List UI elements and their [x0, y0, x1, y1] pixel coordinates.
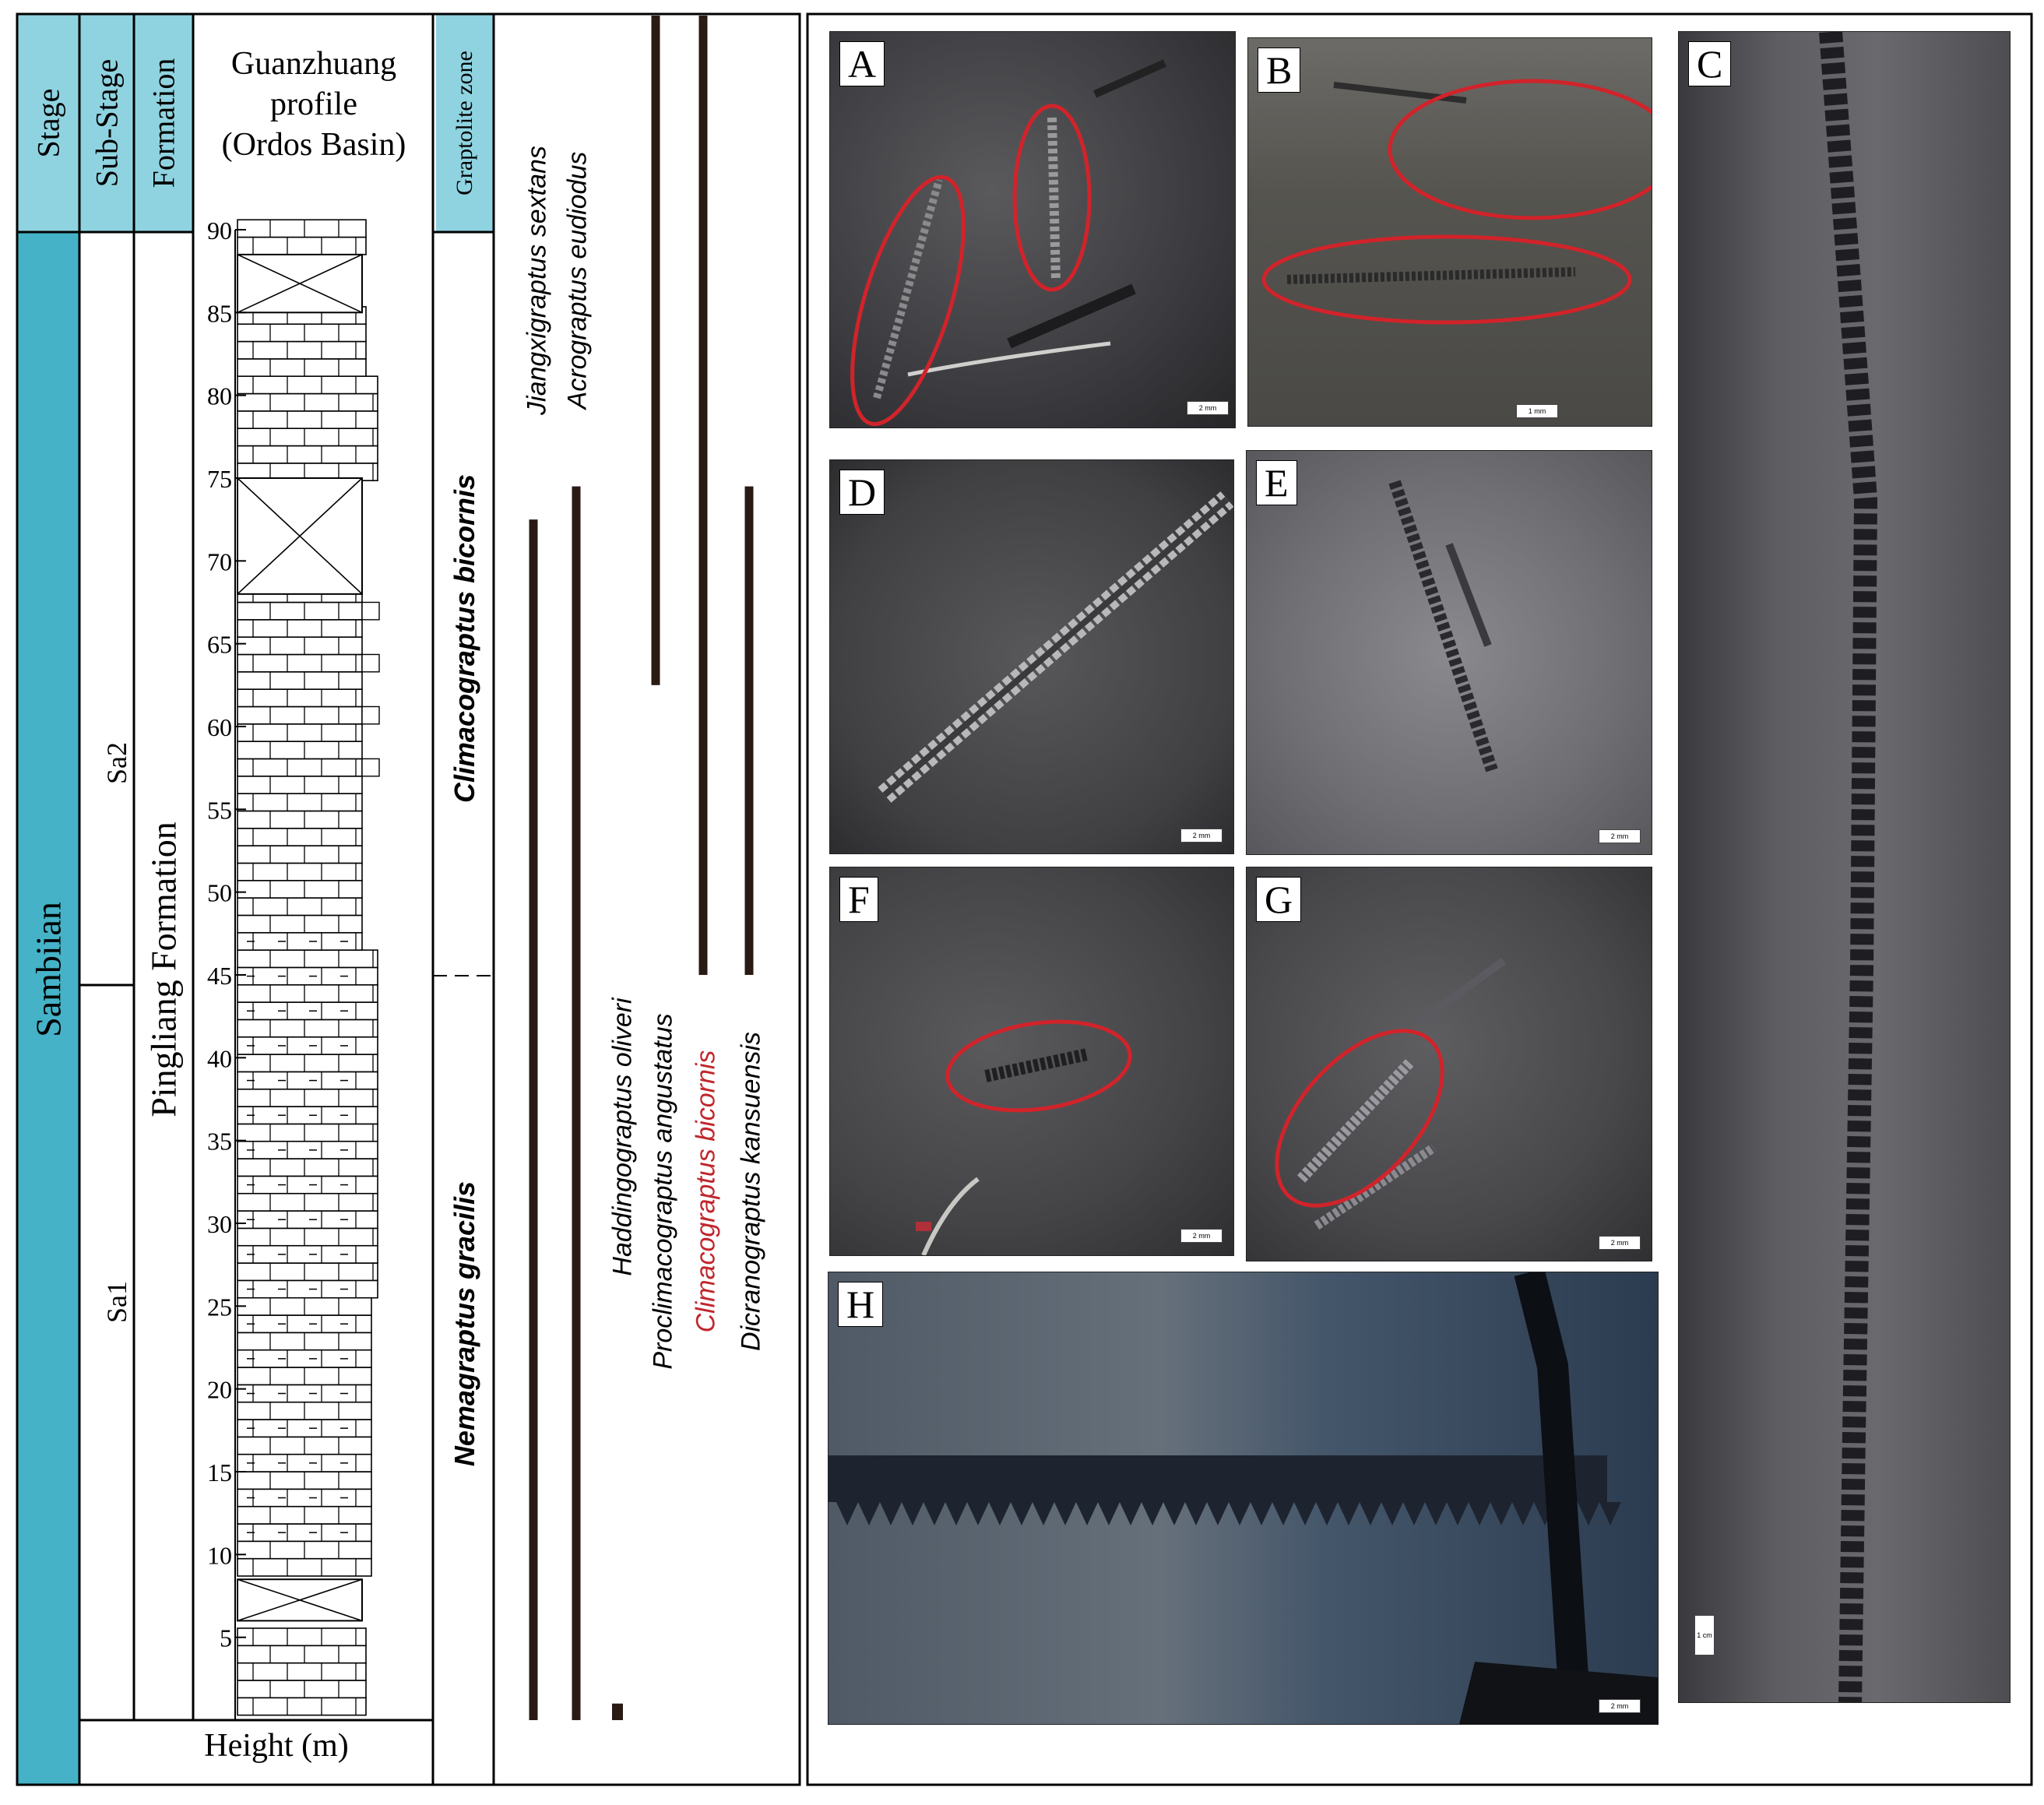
photo-a-label: A: [839, 41, 885, 86]
height-tick-label: 75: [207, 465, 232, 493]
photo-g-label: G: [1256, 877, 1302, 922]
photo-g: G 2 mm: [1246, 867, 1652, 1261]
height-tick-label: 60: [207, 713, 232, 741]
lithology-ledge: [361, 758, 380, 777]
height-tick-label: 65: [207, 631, 232, 659]
photo-f-scale: 2 mm: [1180, 1229, 1223, 1243]
species-range-bar: [612, 1703, 623, 1720]
photo-b-specimens: [1261, 79, 1652, 325]
photo-c: C 1 cm: [1678, 31, 2011, 1703]
photo-a-scale: 2 mm: [1187, 401, 1229, 415]
species-range-bar: [651, 16, 660, 685]
height-tick-label: 5: [220, 1624, 232, 1652]
photo-e-scale: 2 mm: [1599, 829, 1641, 843]
lithology-ledge: [361, 601, 380, 621]
zone-header-cell: [436, 14, 494, 232]
photo-e-label: E: [1256, 460, 1297, 505]
photo-d-scale: 2 mm: [1180, 829, 1223, 843]
stage-header-cell: [17, 14, 79, 232]
photo-h-scale: 2 mm: [1599, 1699, 1641, 1713]
profile-title: Guanzhuang profile (Ordos Basin): [195, 44, 433, 165]
photo-b-label: B: [1258, 48, 1301, 93]
formation-header-cell: [134, 14, 193, 232]
species-range-bar: [744, 486, 754, 975]
photo-a: A 2 mm: [829, 31, 1236, 428]
covered-cross: [237, 1578, 363, 1622]
height-tick-label: 10: [207, 1541, 232, 1569]
photo-b-scale: 1 mm: [1516, 404, 1558, 418]
species-range-bar: [572, 486, 581, 1721]
photo-f-specimen: [916, 1019, 1132, 1255]
species-range-bar: [529, 519, 538, 1720]
covered-cross: [237, 477, 363, 595]
photo-g-specimens: [1275, 957, 1506, 1230]
lithology-bed: [237, 219, 367, 238]
photo-h: H 2 mm: [828, 1272, 1659, 1725]
photo-e-specimens: [1388, 480, 1498, 772]
photo-a-specimens: [850, 59, 1167, 427]
lithology-ledge: [361, 705, 380, 725]
lithology-ledge: [361, 653, 380, 673]
height-tick-label: 30: [207, 1210, 232, 1238]
photo-f: F 2 mm: [829, 867, 1234, 1256]
photo-d-specimen: [878, 491, 1233, 803]
photo-e: E 2 mm: [1246, 450, 1652, 855]
height-tick-label: 40: [207, 1044, 232, 1072]
height-tick-label: 70: [207, 547, 232, 575]
photo-c-specimen: [1819, 32, 1878, 1702]
stage-column-fill: [17, 232, 79, 1785]
height-tick-label: 80: [207, 382, 232, 410]
profile-title-line2: profile: [270, 86, 357, 122]
covered-cross: [237, 254, 363, 314]
photo-b: B 1 mm: [1247, 37, 1652, 427]
height-tick-label: 15: [207, 1458, 232, 1487]
height-tick-label: 85: [207, 299, 232, 327]
photo-d-label: D: [839, 470, 885, 515]
photo-c-label: C: [1688, 41, 1732, 86]
species-range-bar: [698, 16, 708, 975]
height-tick-label: 55: [207, 796, 232, 824]
photo-g-scale: 2 mm: [1599, 1236, 1641, 1250]
photo-f-label: F: [839, 877, 878, 922]
photo-d: D 2 mm: [829, 459, 1234, 854]
height-axis-label: Height (m): [204, 1728, 349, 1764]
photo-c-scale: 1 cm: [1694, 1615, 1715, 1655]
height-tick-label: 20: [207, 1376, 232, 1404]
height-tick-label: 90: [207, 216, 232, 245]
profile-title-line1: Guanzhuang: [230, 46, 397, 82]
substage-header-cell: [79, 14, 134, 232]
photo-h-label: H: [838, 1282, 884, 1327]
height-tick-label: 35: [207, 1128, 232, 1156]
height-tick-label: 50: [207, 879, 232, 907]
photo-h-specimen: [829, 1272, 1658, 1724]
profile-title-line3: (Ordos Basin): [221, 127, 406, 163]
height-tick-label: 45: [207, 962, 232, 990]
height-tick-label: 25: [207, 1293, 232, 1321]
